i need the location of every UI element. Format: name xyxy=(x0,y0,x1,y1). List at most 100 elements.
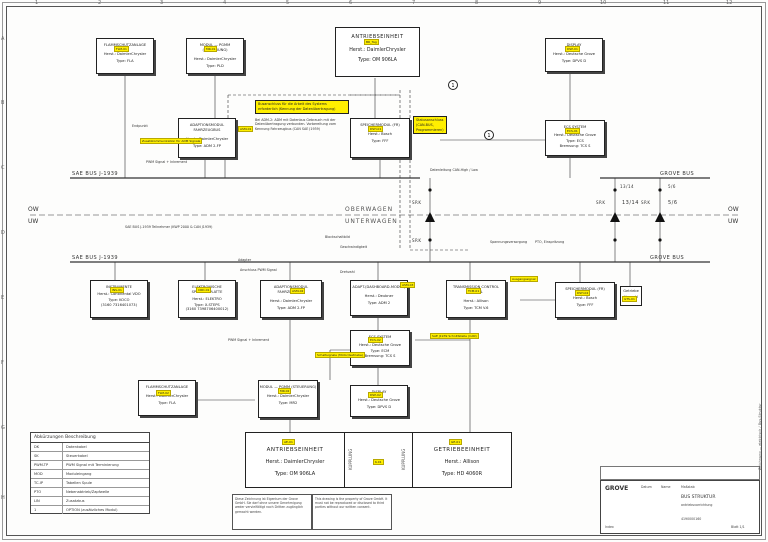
flammschutz-top-manufacturer: Herst.: DaimlerChrysler xyxy=(103,51,147,56)
flammschutz-bottom-title: FLAMMSCHUTZANLAGE xyxy=(145,385,189,389)
transmission-control-type: Type: TCM V.6 xyxy=(463,305,489,310)
speichermodul-top-type: Type: FFF xyxy=(371,138,389,143)
flammschutz-bottom-tag: FLM-02 xyxy=(156,390,171,396)
title-block-title2: antriebsvorrichtung xyxy=(681,503,713,507)
coupling-right-label: KUPPLUNG xyxy=(401,448,406,470)
speicherplatte-box[interactable]: ELEKTRONISCHE SPEICHERPLATTE Herst.: ELE… xyxy=(178,280,236,318)
main-unit-top-type: Type: OM 906LA xyxy=(358,58,397,63)
legend-title: Abkürzungen Beschreibung xyxy=(31,433,149,443)
ruler-top-8: 8 xyxy=(475,0,479,6)
text-datenleitung: Datenleitung CAN-High / Low xyxy=(430,168,478,172)
ruler-left-e: E xyxy=(1,295,5,301)
antriebseinheit-bottom-manufacturer: Herst.: DaimlerChrysler xyxy=(265,459,325,465)
speichermodul-right-box[interactable]: SPEICHERMODUL (FR) Herst.: Bosch Type: F… xyxy=(555,282,615,318)
antriebseinheit-bottom-tag: AE-01 xyxy=(282,439,295,445)
ruler-left-a: A xyxy=(1,36,5,42)
main-unit-top[interactable]: BR_Tag ANTRIEBSEINHEIT Herst.: DaimlerCh… xyxy=(335,27,420,77)
modul-top-manufacturer: Herst.: DaimlerChrysler xyxy=(193,56,237,61)
adaptionsmodul-top-manufacturer: Herst.: DaimlerChrysler xyxy=(185,136,229,141)
coupling-mid: K-01 xyxy=(345,432,412,488)
display-top-title: DISPLAY xyxy=(566,43,582,47)
display-top-box[interactable]: DISPLAY Herst.: Deutsche Grove Type: DPV… xyxy=(545,38,603,72)
coupling-left-label: KUPPLUNG xyxy=(348,448,353,470)
ratio-label-2: 5/6 xyxy=(668,200,678,206)
display-top-manufacturer: Herst.: Deutsche Grove xyxy=(552,51,596,56)
antriebseinheit-bottom-title: ANTRIEBSEINHEIT xyxy=(266,447,324,453)
getriebeeinheit-bottom[interactable]: GE-01 GETRIEBEEINHEIT Herst.: Allison Ty… xyxy=(412,432,512,488)
adapt-dashboard-box[interactable]: ADAPT.(DASHBOARD-MODUL) Herst.: Deubner … xyxy=(350,280,408,316)
ruler-top-7: 7 xyxy=(412,0,416,6)
title-block-scale: Maßstab xyxy=(681,485,695,489)
instrumente-box[interactable]: INSTRUMENTE Herst.: Continental VDO Type… xyxy=(90,280,148,318)
text-pwm-top: PWM Signal + Inkrement xyxy=(146,160,188,164)
adaptionsmodul-mid-manufacturer: Herst.: DaimlerChrysler xyxy=(269,298,313,303)
speichermodul-top-manufacturer: Herst.: Bosch xyxy=(368,131,392,136)
coupling-mid-tag: K-01 xyxy=(373,459,384,465)
title-block-revision: Index xyxy=(605,525,614,529)
instrumente-tag: INS-01 xyxy=(110,287,124,293)
ecs-mid-box[interactable]: ECS SYSTEM Herst.: Deutsche Grove Type: … xyxy=(350,330,410,366)
note-bus-connection: Busanschluss für die Arbeit des Systems … xyxy=(255,100,349,114)
flammschutz-top-box[interactable]: FLAMMSCHUTZANLAGE Herst.: DaimlerChrysle… xyxy=(96,38,154,74)
adaptionsmodul-top-box[interactable]: ADAPTIONSMODUL FAHRZEUGBUS Herst.: Daiml… xyxy=(178,118,236,158)
speichermodul-top-box[interactable]: SPEICHERMODUL (FR) Herst.: Bosch Type: F… xyxy=(350,118,410,158)
speicherplatte-tag: CRD-01 xyxy=(196,287,212,293)
disclaimer-de: Diese Zeichnung ist Eigentum der Grove G… xyxy=(232,494,312,530)
legend-value: OPTION (zusätzliches Modul) xyxy=(66,508,118,512)
grove-bus-mid-label: GROVE BUS xyxy=(650,255,685,261)
legend-value: PWM Signal mit Terminierung xyxy=(66,463,119,467)
legend-key: 1 xyxy=(31,506,63,514)
transmission-control-box[interactable]: TRANSMISSION CONTROL MODUL Herst.: Allis… xyxy=(446,280,506,318)
main-unit-top-manufacturer: Herst.: DaimlerChrysler xyxy=(349,48,406,53)
speichermodul-right-type: Type: FFF xyxy=(576,302,594,307)
uw-right-label: UW xyxy=(728,218,739,225)
main-unit-top-title: ANTRIEBSEINHEIT xyxy=(351,34,404,40)
modul-bottom-box[interactable]: MODUL — PGMM (STEUERUNG) Herst.: Daimler… xyxy=(258,380,318,418)
legend-value: Moduleingang xyxy=(66,472,92,476)
text-anschluss-pwm: Anschluss PWM Signal xyxy=(240,268,277,272)
legend-key: PTO xyxy=(31,488,63,496)
modul-bottom-type: Type: MR2 xyxy=(278,400,298,405)
text-pwm-mid: PWM Signal + Inkrement xyxy=(228,338,270,342)
uw-left-label: UW xyxy=(28,218,39,225)
ecs-top-extra: Bremsung: TCS S xyxy=(559,143,591,148)
ruler-top-5: 5 xyxy=(286,0,290,6)
title-block: GROVE Datum Name Maßstab BUS STRUKTUR an… xyxy=(600,480,760,534)
ruler-left-c: C xyxy=(1,165,5,171)
title-block-sheet: Blatt 1/1 xyxy=(731,525,745,529)
modul-top-box[interactable]: MODUL — PGMM (STEUERUNG) Herst.: Daimler… xyxy=(186,38,244,74)
adaptionsmodul-mid-box[interactable]: ADAPTIONSMODUL FAHRZEUGBUS Herst.: Daiml… xyxy=(260,280,322,318)
antriebseinheit-bottom[interactable]: AE-01 ANTRIEBSEINHEIT Herst.: DaimlerChr… xyxy=(245,432,345,488)
speichermodul-top-title: SPEICHERMODUL (FR) xyxy=(360,123,400,127)
ruler-left-f: F xyxy=(1,360,4,366)
flammschutz-bottom-box[interactable]: FLAMMSCHUTZANLAGE Herst.: DaimlerChrysle… xyxy=(138,380,196,416)
adapt-dashboard-title: ADAPT.(DASHBOARD-MODUL) xyxy=(352,285,406,289)
ow-right-label: OW xyxy=(728,206,739,213)
text-adm-note: Bei ADM-2: ADM mit Datenbus Gebrauch mit… xyxy=(255,118,337,131)
speicherplatte-type: Type: X-STEPS xyxy=(194,302,220,307)
srk-label-4: SRK xyxy=(412,238,422,243)
getriebeeinheit-bottom-manufacturer: Herst.: Allison xyxy=(444,459,480,465)
ecs-top-box[interactable]: ECS SYSTEM Herst.: Deutsche Grove Type: … xyxy=(545,120,605,156)
side-vertical-label: Zeichnung — elektrisch / Bus-Struktur xyxy=(758,403,762,470)
speichermodul-right-title: SPEICHERMODUL (FR) xyxy=(565,287,605,291)
transmission-control-tag: TCM-01 xyxy=(466,288,482,294)
adaptionsmodul-top-title: ADAPTIONSMODUL FAHRZEUGBUS xyxy=(189,123,225,132)
note-sae-schnittstelle: SAE J1939 Schnittstelle (CAN) xyxy=(430,333,479,339)
modul-top-tag: MR-01 xyxy=(204,46,218,52)
text-spannung: Spannungsversorgung xyxy=(490,240,528,244)
speichermodul-right-manufacturer: Herst.: Bosch xyxy=(573,295,597,300)
ruler-top-11: 11 xyxy=(663,0,670,6)
adaptionsmodul-mid-type: Type: ADM 2-FP xyxy=(277,305,305,310)
display-mid-box[interactable]: DISPLAY Herst.: Deutsche Grove Type: DPV… xyxy=(350,385,408,417)
ruler-top-9: 9 xyxy=(538,0,542,6)
getriebeeinheit-bottom-title: GETRIEBEEINHEIT xyxy=(433,447,491,453)
ecs-top-tag: ECS-01 xyxy=(565,128,580,134)
